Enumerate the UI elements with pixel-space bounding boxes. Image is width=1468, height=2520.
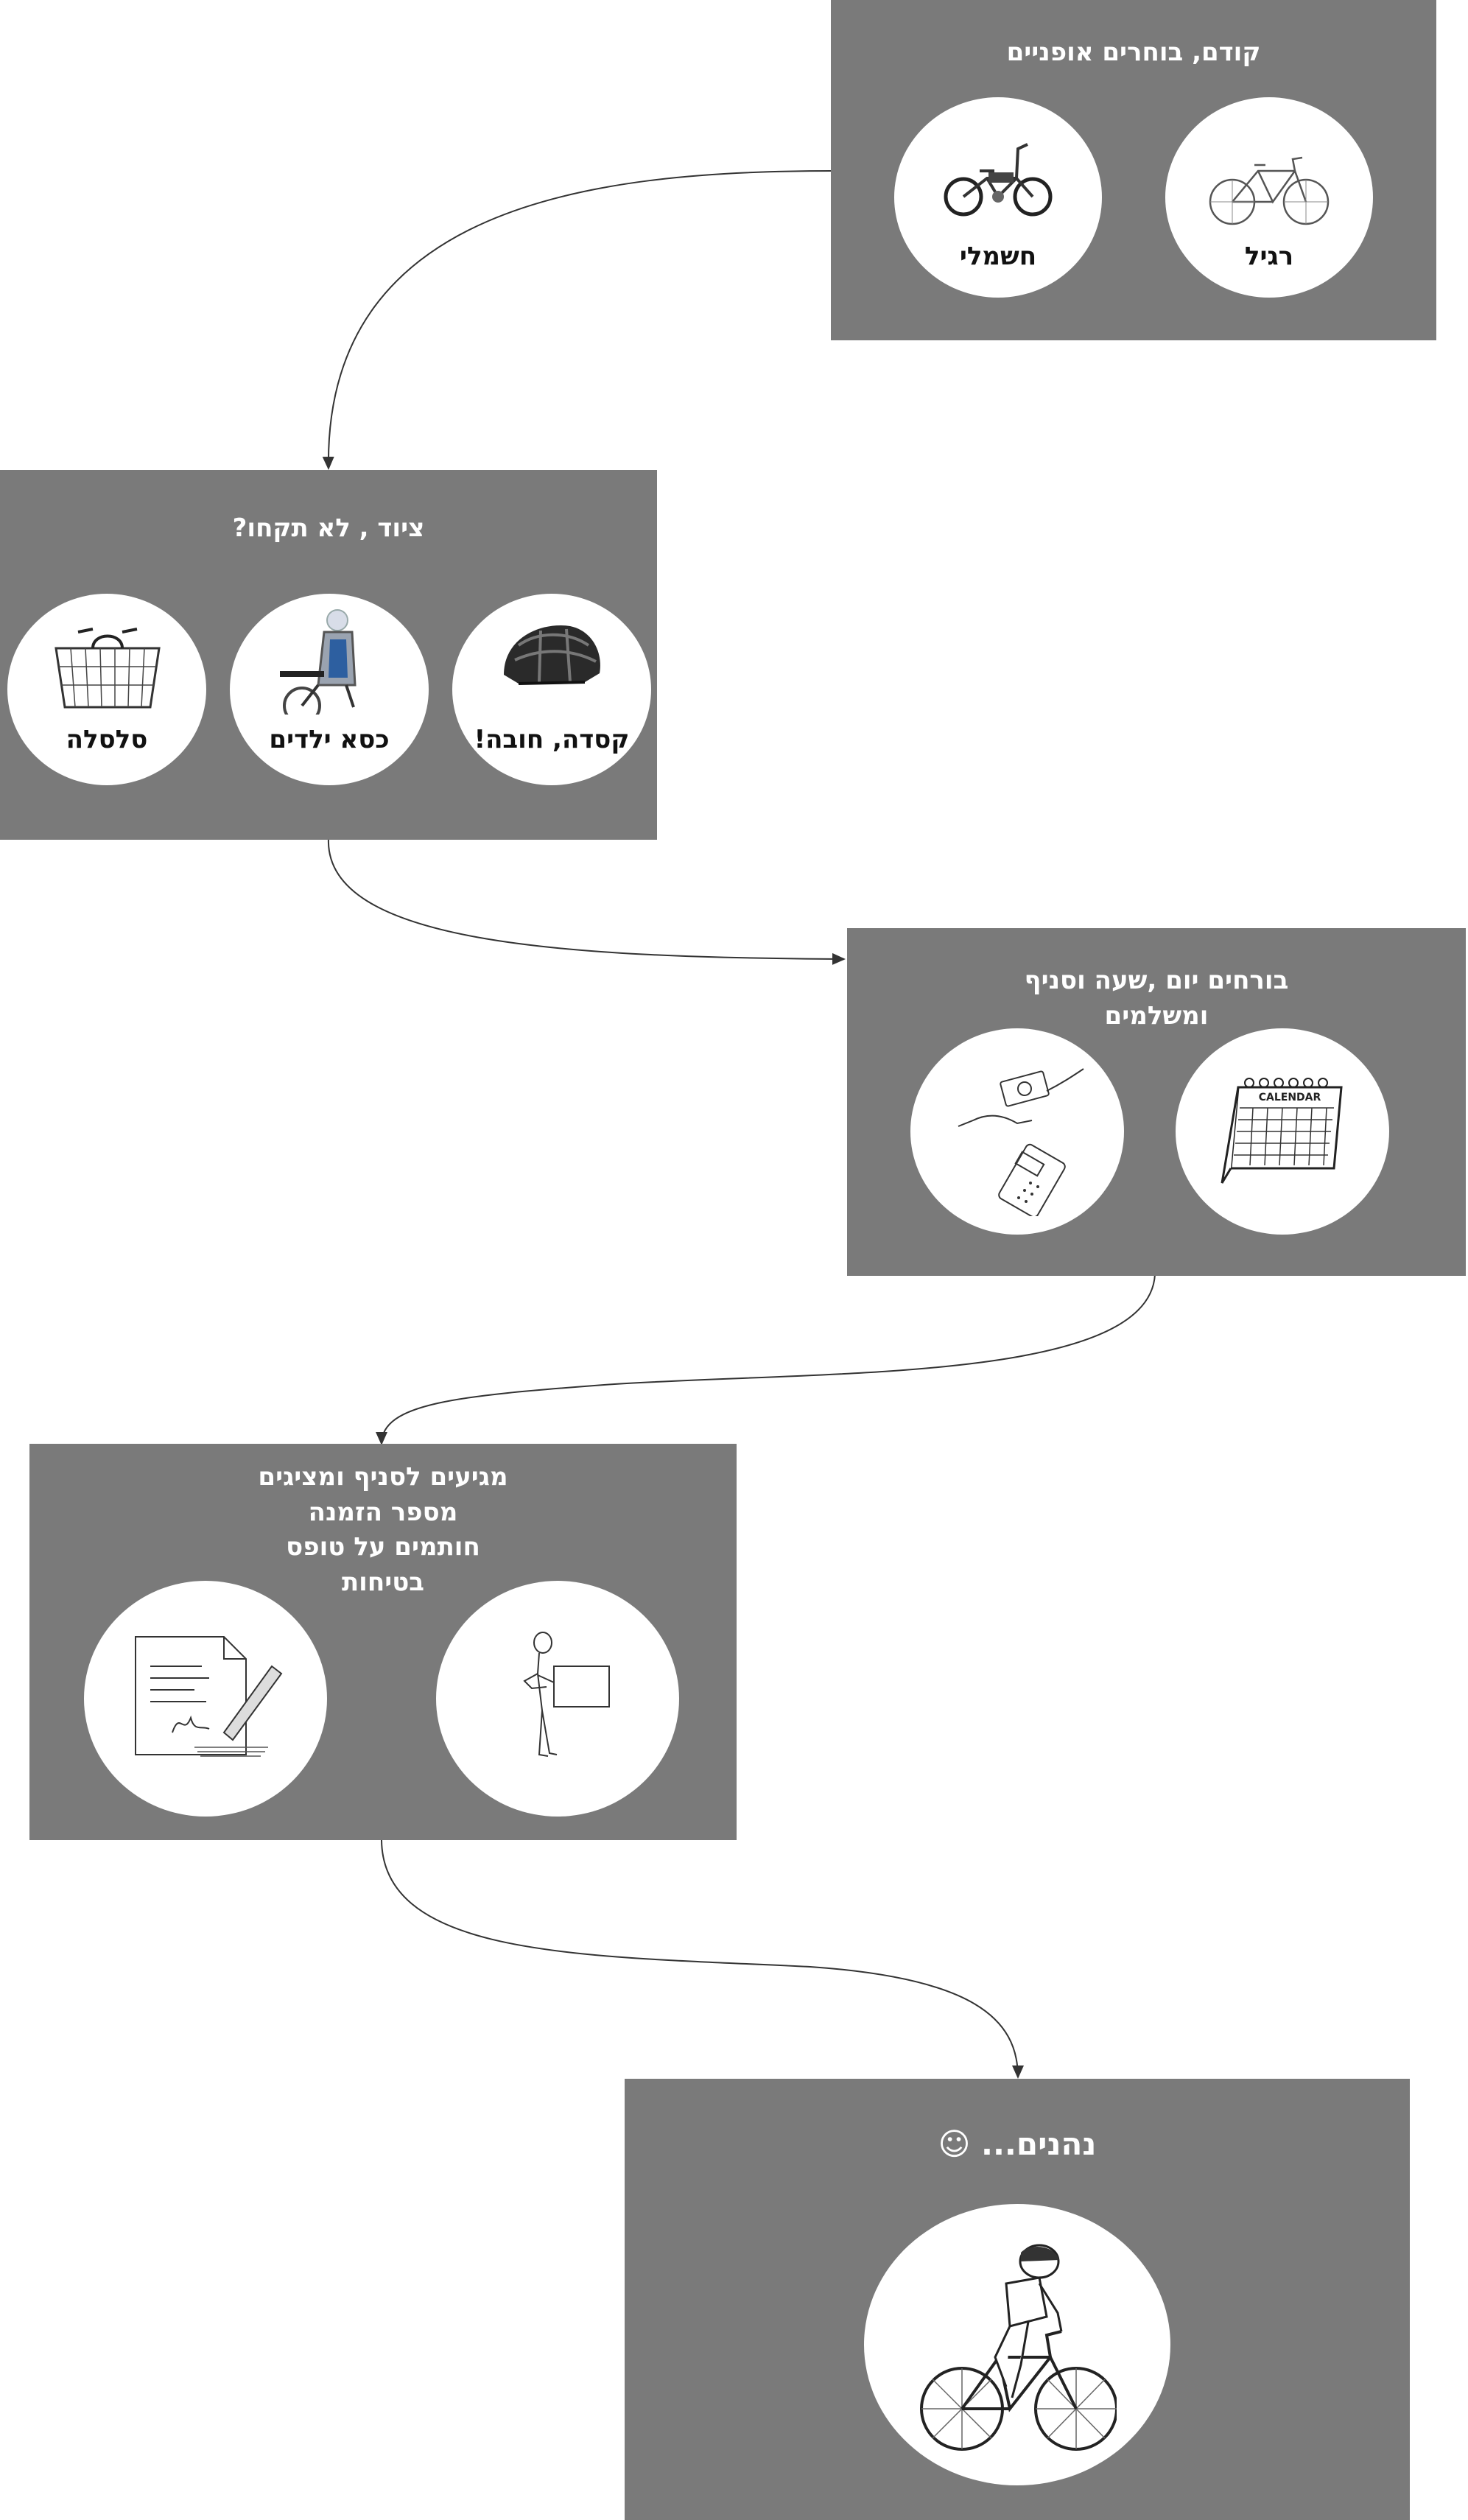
connector-1 (322, 170, 832, 470)
person-with-sign-icon (523, 1632, 610, 1757)
child-seat-icon (280, 609, 357, 715)
connector-4 (381, 1839, 1024, 2079)
option-regular-bike[interactable]: רגיל (1165, 97, 1373, 298)
option-child-seat[interactable]: כסא ילדים (230, 594, 429, 785)
step-title: קודם, בוחרים אופניים (1006, 38, 1261, 67)
step-choose-bike: קודם, בוחרים אופניים רגיל (831, 0, 1436, 340)
title-line: בורחים יום ,שעה וסניף (1024, 966, 1289, 995)
step-title: נהנים... ☺ (938, 2126, 1097, 2162)
option-label: רגיל (1244, 242, 1294, 271)
electric-bike-icon (944, 143, 1053, 217)
option-electric-bike[interactable]: חשמלי (894, 97, 1102, 298)
basket-icon (55, 628, 161, 709)
step-equipment: ציוד , לא תקחו? קסדה, חובה! כסא ילדים (0, 470, 657, 840)
step-title: מגיעים לסניף ומציגים מספר הזמנה חותמים ע… (29, 1460, 737, 1600)
payment-illustration (910, 1028, 1124, 1235)
title-line: ומשלמים (1104, 1000, 1209, 1031)
option-label: כסא ילדים (269, 725, 390, 754)
step-title: בורחים יום ,שעה וסניף ומשלמים (847, 964, 1466, 1033)
step-enjoy: נהנים... ☺ (625, 2079, 1410, 2520)
option-label: קסדה, חובה! (474, 725, 630, 754)
signed-document-icon (135, 1636, 283, 1757)
cyclist-illustration (864, 2204, 1170, 2485)
title-line: מספר הזמנה (308, 1497, 458, 1527)
connector-3 (376, 1274, 1156, 1445)
calendar-icon: CALENDAR (1221, 1078, 1343, 1184)
document-sign-illustration (84, 1581, 327, 1817)
title-line: חותמים על טופס (286, 1532, 480, 1562)
step-booking: בורחים יום ,שעה וסניף ומשלמים CALENDAR (847, 928, 1466, 1276)
cyclist-icon (920, 2244, 1117, 2451)
option-helmet[interactable]: קסדה, חובה! (452, 594, 651, 785)
helmet-icon (504, 625, 600, 685)
bicycle-icon (1209, 156, 1330, 225)
option-label: סלסלה (66, 725, 148, 754)
title-line: מגיעים לסניף ומציגים (258, 1462, 508, 1492)
option-basket[interactable]: סלסלה (7, 594, 206, 785)
calendar-illustration: CALENDAR (1176, 1028, 1389, 1235)
person-sign-illustration (436, 1581, 679, 1817)
title-line: בטיחות (341, 1567, 425, 1597)
step-branch: מגיעים לסניף ומציגים מספר הזמנה חותמים ע… (29, 1444, 737, 1840)
payment-icon (958, 1068, 1084, 1216)
connector-2 (327, 838, 846, 965)
option-label: חשמלי (959, 242, 1037, 271)
calendar-text: CALENDAR (1259, 1092, 1321, 1103)
step-title: ציוד , לא תקחו? (232, 513, 425, 543)
